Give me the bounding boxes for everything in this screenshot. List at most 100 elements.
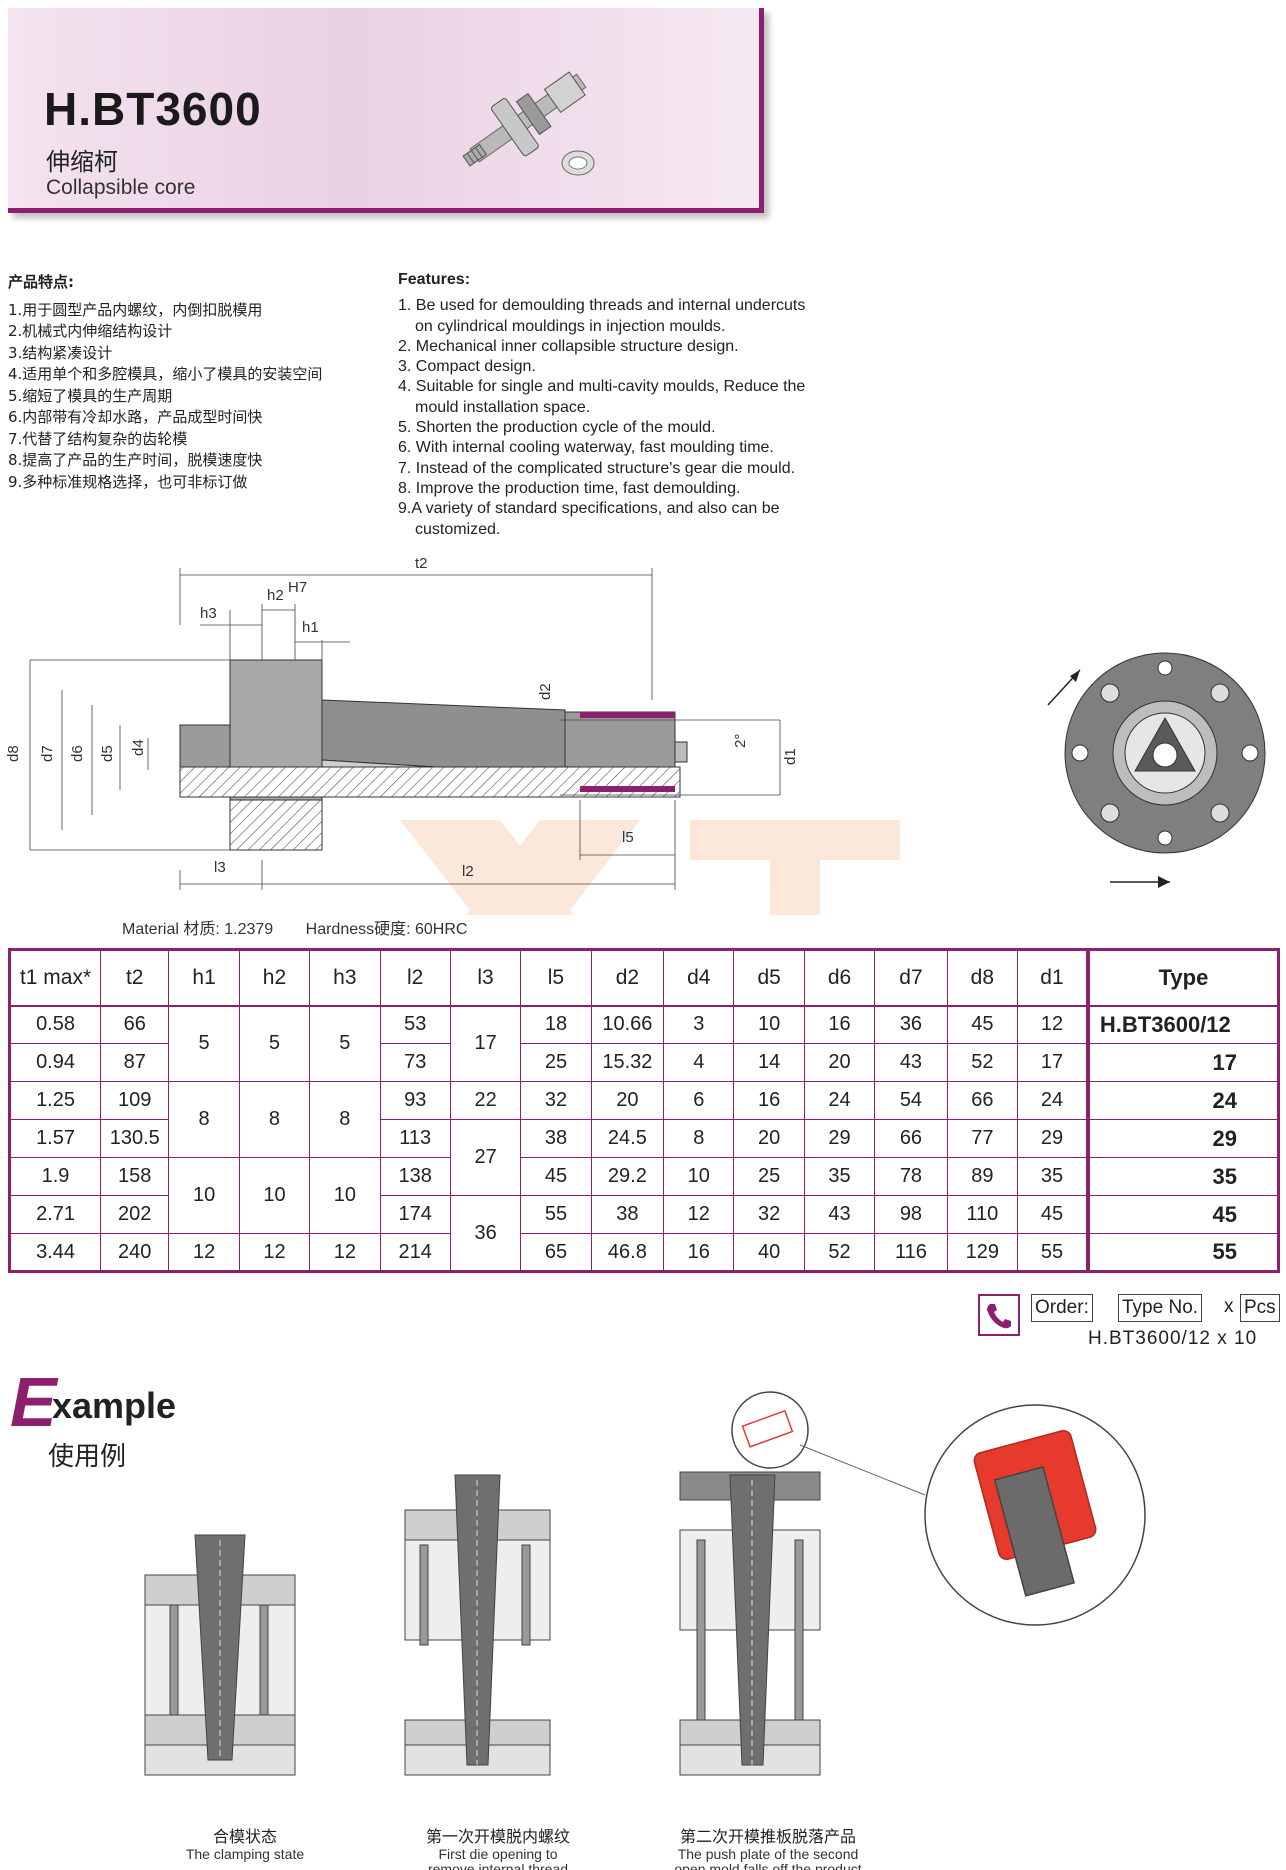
label-l2: l2 bbox=[462, 863, 474, 880]
product-subtitle-en: Collapsible core bbox=[46, 176, 196, 199]
cell-l5: 32 bbox=[520, 1081, 592, 1120]
features-en-line: 9.A variety of standard specifications, … bbox=[398, 500, 780, 518]
cell-d1: 17 bbox=[1017, 1043, 1089, 1082]
cell-l3: 17 bbox=[449, 1005, 522, 1082]
cell-d2: 29.2 bbox=[590, 1157, 665, 1196]
caption-en: First die opening to bbox=[438, 1846, 558, 1862]
col-header: d5 bbox=[733, 949, 805, 1006]
product-title: H.BT3600 bbox=[44, 83, 262, 135]
table-row: 2.71 202 174 36 55 38 12 32 43 98 110 45… bbox=[8, 1195, 1279, 1272]
features-en-line: 2. Mechanical inner collapsible structur… bbox=[398, 337, 739, 355]
cell-type: 55 bbox=[1085, 1233, 1279, 1272]
cell-t1: 2.71 bbox=[8, 1195, 102, 1234]
detail-callout bbox=[731, 1391, 1146, 1626]
cell-h3: 8 bbox=[309, 1081, 381, 1158]
cell-t2: 130.5 bbox=[100, 1119, 170, 1158]
material-info: Material 材质: 1.2379 Hardness硬度: 60HRC bbox=[122, 915, 495, 939]
cell-l3: 36 bbox=[449, 1195, 522, 1272]
header-banner: H.BT3600 伸缩柯 Collapsible core bbox=[8, 8, 764, 213]
cell-d8: 66 bbox=[946, 1081, 1019, 1120]
cell-d2: 10.66 bbox=[590, 1005, 665, 1044]
cell-d7: 78 bbox=[874, 1157, 948, 1196]
cell-l5: 25 bbox=[520, 1043, 592, 1082]
cell-t2: 202 bbox=[100, 1195, 170, 1234]
table-row: 1.9 158 10 10 10 138 45 29.2 10 25 35 78… bbox=[8, 1157, 1279, 1234]
features-en-line: 8. Improve the production time, fast dem… bbox=[398, 479, 741, 497]
cell-h2: 8 bbox=[238, 1081, 311, 1158]
cell-d1: 55 bbox=[1017, 1233, 1089, 1272]
cell-d8: 77 bbox=[946, 1119, 1019, 1158]
table-row: 3.44 240 12 12 12 214 65 46.8 16 40 52 1… bbox=[8, 1233, 1279, 1272]
cell-l5: 18 bbox=[520, 1005, 592, 1044]
label-t2: t2 bbox=[415, 555, 428, 572]
cell-t2: 240 bbox=[100, 1233, 170, 1272]
cell-l2: 174 bbox=[379, 1195, 451, 1234]
second-opening-drawing bbox=[679, 1471, 821, 1776]
cell-d2: 46.8 bbox=[590, 1233, 665, 1272]
example-title-cn: 使用例 bbox=[48, 1442, 127, 1472]
material-text: Material 材质: 1.2379 bbox=[122, 921, 274, 938]
cell-h2: 5 bbox=[238, 1005, 311, 1082]
cell-type: 45 bbox=[1085, 1195, 1279, 1234]
cell-l2: 73 bbox=[379, 1043, 451, 1082]
caption-clamping: 合模状态 The clamping state bbox=[150, 1823, 340, 1862]
label-angle: 2° bbox=[732, 734, 749, 748]
cell-t1: 3.44 bbox=[8, 1233, 102, 1272]
cell-d8: 129 bbox=[946, 1233, 1019, 1272]
features-cn-item: 8.提高了产品的生产时间，脱模速度快 bbox=[8, 451, 263, 469]
cell-t1: 1.57 bbox=[8, 1119, 102, 1158]
cell-d8: 45 bbox=[946, 1005, 1019, 1044]
caption-en: open mold falls off the product bbox=[674, 1861, 862, 1870]
order-x: x bbox=[1224, 1296, 1234, 1317]
cell-d6: 35 bbox=[803, 1157, 876, 1196]
cell-t1: 0.58 bbox=[8, 1005, 102, 1044]
cell-l2: 214 bbox=[379, 1233, 451, 1272]
cell-l3: 27 bbox=[449, 1119, 522, 1196]
features-cn-item: 4.适用单个和多腔模具，缩小了模具的安装空间 bbox=[8, 365, 323, 383]
col-header: t2 bbox=[100, 949, 170, 1006]
features-en-line: 3. Compact design. bbox=[398, 358, 536, 376]
core-end-view bbox=[1064, 652, 1266, 854]
col-header: d8 bbox=[946, 949, 1019, 1006]
cell-type: 35 bbox=[1085, 1157, 1279, 1196]
features-cn-item: 7.代替了结构复杂的齿轮模 bbox=[8, 429, 188, 448]
label-h2: h2 bbox=[267, 587, 284, 604]
cell-d1: 12 bbox=[1017, 1005, 1089, 1044]
features-en-line: 4. Suitable for single and multi-cavity … bbox=[398, 378, 806, 396]
order-pcs: Pcs bbox=[1240, 1294, 1280, 1322]
order-label: Order: bbox=[1031, 1294, 1093, 1322]
features-en-line: 7. Instead of the complicated structure'… bbox=[398, 459, 796, 477]
cell-t2: 87 bbox=[100, 1043, 170, 1082]
product-photo bbox=[462, 71, 595, 176]
label-h1: h1 bbox=[302, 619, 319, 636]
col-header: h3 bbox=[309, 949, 381, 1006]
cell-l2: 53 bbox=[379, 1005, 451, 1044]
features-en-line: 6. With internal cooling waterway, fast … bbox=[398, 439, 774, 457]
table-row: 1.25 109 8 8 8 93 22 32 20 6 16 24 54 66… bbox=[8, 1081, 1279, 1158]
cell-d6: 16 bbox=[803, 1005, 876, 1044]
label-d4: d4 bbox=[130, 739, 147, 756]
cell-d8: 110 bbox=[946, 1195, 1019, 1234]
cell-type: 17 bbox=[1085, 1043, 1279, 1082]
order-example: H.BT3600/12 x 10 bbox=[1088, 1328, 1258, 1349]
cell-d4: 3 bbox=[663, 1005, 735, 1044]
cell-d8: 52 bbox=[946, 1043, 1019, 1082]
cell-d4: 4 bbox=[663, 1043, 735, 1082]
cell-d4: 6 bbox=[663, 1081, 735, 1120]
cell-d7: 98 bbox=[874, 1195, 948, 1234]
order-info: Order: Type No. x Pcs H.BT3600/12 x 10 bbox=[978, 1290, 1280, 1370]
cell-h2: 10 bbox=[238, 1157, 311, 1234]
cell-d4: 12 bbox=[663, 1195, 735, 1234]
core-side-view bbox=[179, 659, 688, 851]
features-cn-item: 3.结构紧凑设计 bbox=[8, 343, 113, 362]
col-header: h2 bbox=[238, 949, 311, 1006]
cell-d6: 29 bbox=[803, 1119, 876, 1158]
label-d8: d8 bbox=[5, 745, 22, 762]
phone-icon bbox=[978, 1294, 1020, 1336]
cell-d5: 32 bbox=[733, 1195, 805, 1234]
cell-d5: 16 bbox=[733, 1081, 805, 1120]
cell-l2: 93 bbox=[379, 1081, 451, 1120]
cell-l5: 45 bbox=[520, 1157, 592, 1196]
cell-d2: 38 bbox=[590, 1195, 665, 1234]
cell-d5: 14 bbox=[733, 1043, 805, 1082]
